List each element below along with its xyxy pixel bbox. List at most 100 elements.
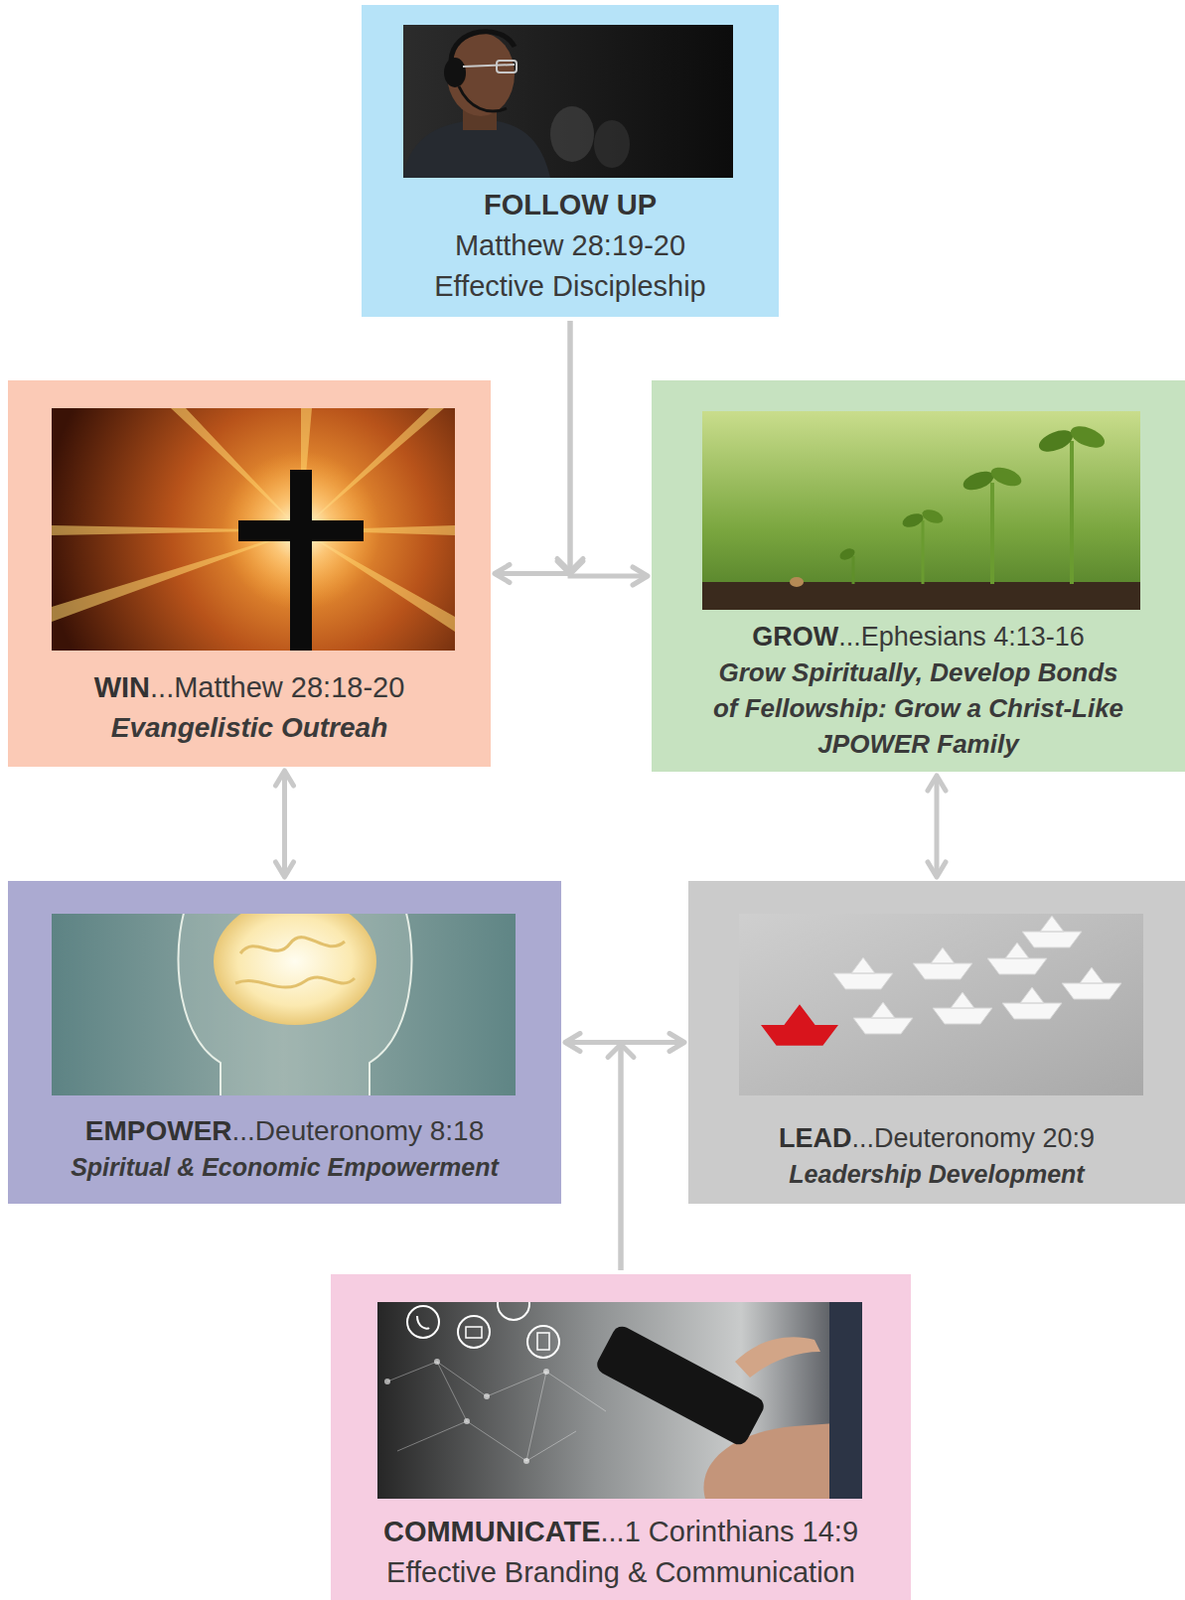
finger — [735, 1336, 821, 1378]
soil — [702, 582, 1141, 610]
seedlings-photo — [702, 411, 1141, 610]
paper-boat — [1002, 987, 1062, 1020]
paper-boats-photo — [739, 913, 1144, 1096]
cross-upright — [290, 469, 312, 651]
lightbulb-photo — [51, 913, 516, 1096]
connector-arrow — [570, 320, 648, 577]
glowing-brain — [213, 913, 377, 1026]
cross-beam — [238, 520, 364, 542]
text-line: COMMUNICATE...1 Corinthians 14:9 — [338, 1513, 903, 1555]
photo-ground — [51, 913, 516, 1096]
connector-arrow — [494, 320, 571, 575]
network-lines — [387, 1361, 606, 1462]
photo-ground — [377, 1302, 863, 1499]
neck — [462, 96, 497, 131]
leaf — [988, 463, 1025, 490]
earpiece — [444, 57, 466, 88]
head — [446, 32, 515, 117]
junction-arrowhead — [607, 1044, 634, 1058]
text-line: FOLLOW UP — [371, 186, 769, 228]
text-line: Evangelistic Outreah — [15, 710, 483, 750]
shirt — [403, 120, 551, 178]
stem — [1069, 441, 1074, 585]
smartphone — [593, 1323, 768, 1449]
junction-arrowhead — [557, 561, 584, 575]
scripture-reference: ...1 Corinthians 14:9 — [600, 1515, 860, 1548]
headset-band — [450, 31, 515, 61]
text-line: EMPOWER...Deuteronomy 8:18 — [16, 1114, 554, 1152]
ministry-tagline: Leadership Development — [788, 1160, 1084, 1188]
brain-folds — [235, 937, 355, 988]
text-line: LEAD...Deuteronomy 20:9 — [698, 1122, 1176, 1159]
paper-boat — [912, 947, 973, 980]
paper-boat — [853, 1002, 913, 1035]
glasses-arm — [462, 64, 515, 67]
scripture-reference: ...Matthew 28:18-20 — [149, 671, 405, 704]
photo-ground — [403, 24, 734, 178]
glow — [221, 450, 381, 610]
paper-boat — [987, 942, 1047, 975]
text-line: Effective Branding & Communication — [338, 1554, 903, 1596]
text-line: Leadership Development — [698, 1158, 1176, 1194]
connector-arrow — [934, 775, 940, 878]
paper-boat — [1022, 915, 1082, 948]
phone-icon — [407, 1306, 440, 1338]
ministry-box: COMMUNICATE...1 Corinthians 14:9Effectiv… — [330, 1274, 911, 1600]
blurred-person — [550, 106, 594, 162]
stem — [921, 520, 925, 585]
text-line: GROW...Ephesians 4:13-16 — [705, 620, 1133, 657]
hand — [703, 1421, 863, 1499]
ministry-tagline: Effective Branding & Communication — [386, 1556, 856, 1589]
text-line: Matthew 28:19-20 — [371, 227, 769, 269]
photo-ground — [702, 411, 1141, 610]
scripture-reference: ...Ephesians 4:13-16 — [838, 621, 1085, 652]
ministry-tagline: Spiritual & Economic Empowerment — [70, 1153, 499, 1182]
ministry-heading: WIN — [94, 671, 150, 704]
photo-ground — [739, 913, 1144, 1096]
ministry-heading: FOLLOW UP — [483, 188, 657, 221]
smartphone-photo — [377, 1302, 863, 1499]
calculator-icon — [527, 1326, 560, 1358]
ministry-box: FOLLOW UP Matthew 28:19-20Effective Disci… — [361, 4, 779, 317]
sleeve — [829, 1302, 863, 1499]
at-icon — [497, 1302, 530, 1321]
envelope — [465, 1327, 482, 1338]
leaf — [838, 546, 858, 563]
text-line: Effective Discipleship — [371, 268, 769, 309]
blurred-person — [593, 120, 630, 168]
glasses-lens — [496, 60, 517, 73]
stem — [852, 556, 856, 585]
mail-icon — [457, 1316, 490, 1348]
paper-boat — [932, 992, 993, 1025]
ministry-heading: GROW — [751, 621, 839, 652]
photo-ground — [51, 408, 455, 651]
text-line: WIN...Matthew 28:18-20 — [15, 669, 483, 711]
leaf — [1036, 426, 1076, 456]
leaf — [960, 467, 997, 494]
microphone — [458, 86, 507, 112]
network-dots — [384, 1358, 550, 1465]
ministry-tagline: Evangelistic Outreah — [111, 712, 389, 743]
headset-photo — [403, 24, 734, 178]
ear — [447, 62, 466, 87]
stem — [990, 482, 995, 585]
paper-boat — [1061, 967, 1122, 1000]
leaf — [920, 507, 946, 527]
connector-arrow — [282, 770, 288, 878]
text-line: Grow Spiritually, Develop Bonds of Fello… — [705, 656, 1133, 764]
text-line: Spiritual & Economic Empowerment — [16, 1151, 554, 1187]
calculator — [537, 1333, 550, 1350]
ministry-box: LEAD...Deuteronomy 20:9Leadership Develo… — [688, 881, 1185, 1204]
bulb-glass — [178, 913, 413, 1096]
leaf — [900, 511, 926, 531]
leaf — [1067, 422, 1108, 452]
ministry-heading: LEAD — [778, 1123, 853, 1154]
connector-arrow — [620, 1042, 685, 1272]
ministry-tagline: Effective Discipleship — [434, 270, 706, 302]
connector-arrow — [565, 1042, 621, 1272]
ministry-heading: COMMUNICATE — [383, 1515, 601, 1548]
handset — [417, 1316, 430, 1330]
cross-photo — [51, 408, 455, 651]
ministry-box: WIN...Matthew 28:18-20Evangelistic Outre… — [7, 380, 491, 767]
scripture-reference: Matthew 28:19-20 — [454, 229, 686, 262]
